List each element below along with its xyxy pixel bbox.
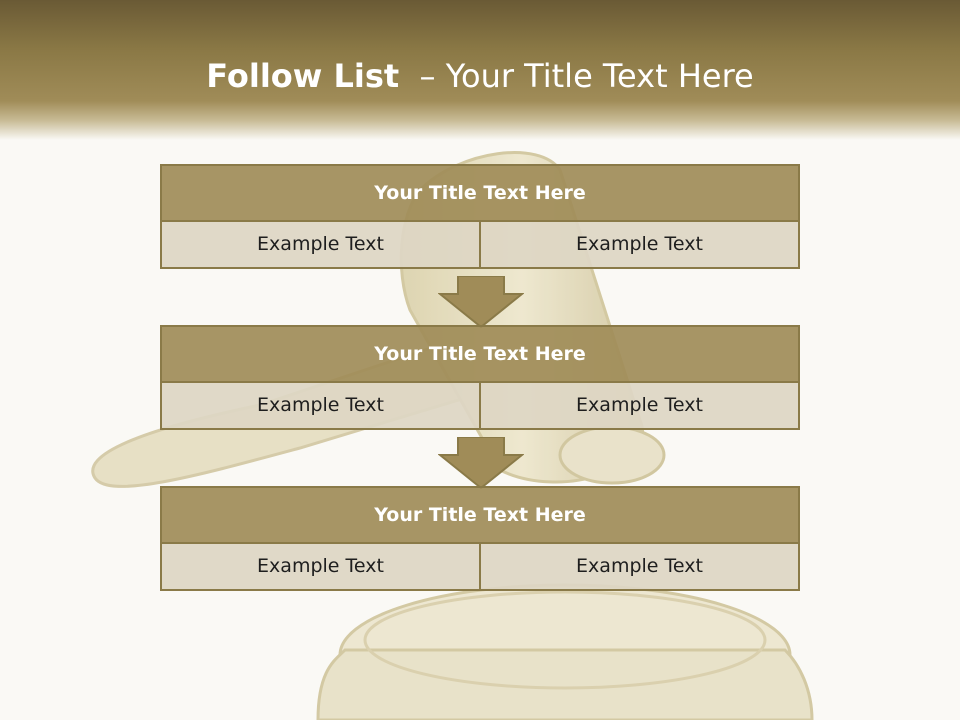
process-block-1: Your Title Text Here Example Text Exampl… <box>160 164 800 269</box>
block-title: Your Title Text Here <box>162 488 798 544</box>
slide-title-bold: Follow List <box>206 57 400 95</box>
block-title: Your Title Text Here <box>162 166 798 222</box>
process-block-2: Your Title Text Here Example Text Exampl… <box>160 325 800 430</box>
down-arrow-icon <box>438 276 524 328</box>
process-block-3: Your Title Text Here Example Text Exampl… <box>160 486 800 591</box>
block-cell-left: Example Text <box>162 544 479 589</box>
block-cell-right: Example Text <box>479 544 798 589</box>
block-cell-right: Example Text <box>479 383 798 428</box>
slide-title-rest: – Your Title Text Here <box>419 57 754 95</box>
block-title: Your Title Text Here <box>162 327 798 383</box>
title-banner <box>0 0 960 140</box>
slide-title: Follow List – Your Title Text Here <box>0 52 960 100</box>
block-row: Example Text Example Text <box>162 222 798 267</box>
block-cell-right: Example Text <box>479 222 798 267</box>
block-cell-left: Example Text <box>162 383 479 428</box>
block-row: Example Text Example Text <box>162 383 798 428</box>
block-cell-left: Example Text <box>162 222 479 267</box>
block-row: Example Text Example Text <box>162 544 798 589</box>
down-arrow-icon <box>438 437 524 489</box>
